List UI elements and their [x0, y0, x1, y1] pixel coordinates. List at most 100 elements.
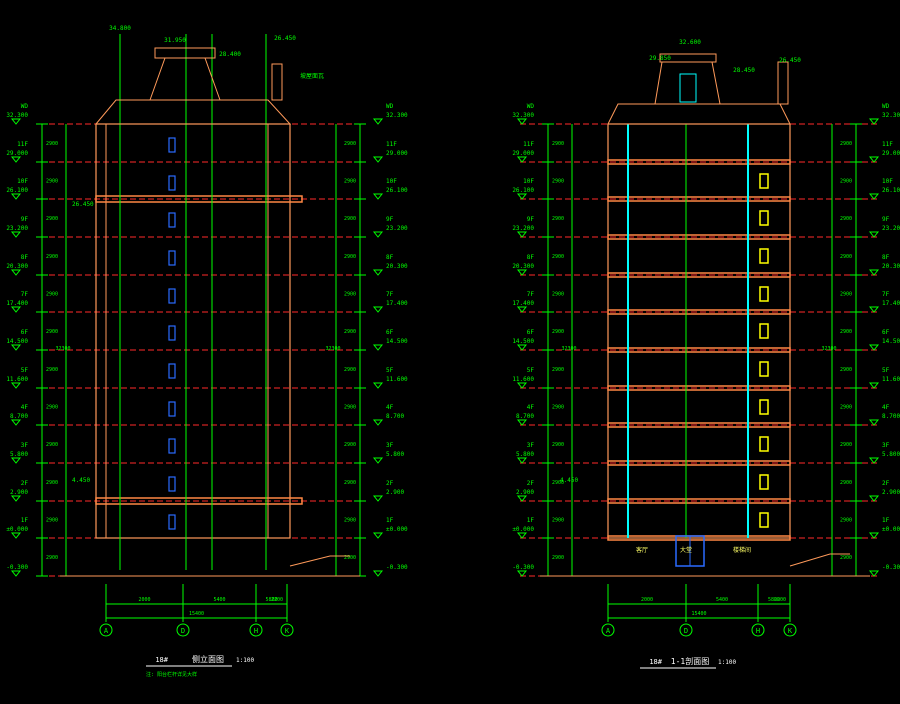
- left-window: [168, 438, 176, 454]
- left-roof-elevation: 31.950: [164, 37, 186, 44]
- right-r-floor-height-dim: 2900: [840, 329, 852, 335]
- right-floor-height-dim: 2900: [552, 518, 564, 524]
- left-grid-axis-bubble: [280, 623, 294, 637]
- left-window: [168, 514, 176, 530]
- right-level-mark: [516, 419, 528, 426]
- right-r-floor-height-dim: 2900: [840, 555, 852, 561]
- right-level-floor: 10F: [523, 178, 534, 185]
- right-grid-axis-label: D: [684, 627, 688, 635]
- left-level-mark: [10, 118, 22, 125]
- left-r-level-mark: [372, 382, 384, 389]
- left-level-floor: 11F: [17, 141, 28, 148]
- right-level-floor: 7F: [527, 291, 535, 298]
- left-level-floor: 10F: [17, 178, 28, 185]
- left-r-level-floor: 7F: [386, 291, 394, 298]
- left-level-elevation: 23.200: [6, 225, 28, 232]
- left-floor-height-dim: 2900: [46, 329, 58, 335]
- left-r-level-floor: 1F: [386, 517, 394, 524]
- right-floor-height-dim: 2900: [552, 555, 564, 561]
- right-r-level-floor: 10F: [882, 178, 893, 185]
- right-r-level-mark: [868, 419, 880, 426]
- right-level-floor: 8F: [527, 254, 535, 261]
- left-level-elevation: 8.700: [10, 413, 28, 420]
- right-label-low: 4.450: [560, 477, 578, 484]
- right-r-level-elevation: 26.100: [882, 187, 900, 194]
- left-r-level-mark: [372, 495, 384, 502]
- left-label-mid: 26.450: [72, 201, 94, 208]
- right-bottom-dim: 5800: [768, 597, 780, 603]
- right-floor-height-dim: 2900: [552, 216, 564, 222]
- left-title: 侧立面图: [192, 654, 224, 664]
- right-level-floor: 1F: [527, 517, 535, 524]
- right-stair-mark: [759, 323, 769, 339]
- right-chimney: [777, 61, 789, 105]
- right-level-elevation: 29.000: [512, 150, 534, 157]
- left-bottom-dim: 2000: [138, 597, 150, 603]
- left-level-elevation: 29.000: [6, 150, 28, 157]
- right-level-elevation: 17.400: [512, 300, 534, 307]
- right-floor-slab: [607, 498, 791, 504]
- right-room-tag: 大堂: [680, 546, 692, 554]
- right-title-tag: 18#: [649, 658, 662, 666]
- left-level-elevation: 17.400: [6, 300, 28, 307]
- right-r-level-mark: [868, 193, 880, 200]
- left-level-floor: 1F: [21, 517, 29, 524]
- left-level-floor: 5F: [21, 367, 29, 374]
- left-level-floor: 7F: [21, 291, 29, 298]
- right-r-level-mark: [868, 382, 880, 389]
- right-roof-tower: [654, 61, 721, 105]
- right-level-elevation: 23.200: [512, 225, 534, 232]
- right-level-floor: 2F: [527, 480, 535, 487]
- right-roof: [607, 103, 791, 125]
- left-level-mark: [10, 156, 22, 163]
- right-bottom-dim: 5400: [716, 597, 728, 603]
- right-r-level-floor: 1F: [882, 517, 890, 524]
- left-level-mark: [10, 495, 22, 502]
- left-r-level-elevation: 32.300: [386, 112, 408, 119]
- left-level-mark: [10, 193, 22, 200]
- right-floor-slab: [607, 347, 791, 353]
- left-r-level-mark: [372, 193, 384, 200]
- right-title: 1-1剖面图: [671, 656, 709, 666]
- right-r-level-floor: 8F: [882, 254, 890, 261]
- right-level-floor: 6F: [527, 329, 535, 336]
- right-r-level-elevation: 14.500: [882, 338, 900, 345]
- right-floor-slab: [607, 385, 791, 391]
- right-floor-height-dim: 2900: [552, 141, 564, 147]
- right-stair-mark: [759, 286, 769, 302]
- right-r-level-floor: 7F: [882, 291, 890, 298]
- left-floor-height-dim: 2900: [46, 216, 58, 222]
- left-roof-elevation: 28.400: [219, 51, 241, 58]
- left-r-level-floor: 9F: [386, 216, 394, 223]
- left-scale: 1:100: [236, 657, 254, 664]
- right-level-mark: [516, 156, 528, 163]
- left-r-level-floor: 2F: [386, 480, 394, 487]
- right-floor-slab: [607, 196, 791, 202]
- left-level-elevation: 11.600: [6, 376, 28, 383]
- left-window: [168, 363, 176, 379]
- right-r-floor-height-dim: 2900: [840, 141, 852, 147]
- left-r-overall-height: 32300: [325, 346, 340, 352]
- right-bottom-dim: 2000: [641, 597, 653, 603]
- right-ground-ramp: [789, 553, 850, 567]
- right-level-elevation: 11.600: [512, 376, 534, 383]
- left-level-mark: [10, 570, 22, 577]
- left-r-floor-height-dim: 2900: [344, 292, 356, 298]
- left-r-floor-height-dim: 2900: [344, 254, 356, 260]
- left-roof-tower: [149, 57, 221, 101]
- left-r-floor-height-dim: 2900: [344, 518, 356, 524]
- left-r-level-mark: [372, 532, 384, 539]
- right-level-elevation: 8.700: [516, 413, 534, 420]
- left-level-floor: 6F: [21, 329, 29, 336]
- right-level-floor: 9F: [527, 216, 535, 223]
- left-level-floor: 9F: [21, 216, 29, 223]
- right-level-elevation: 2.900: [516, 489, 534, 496]
- left-window: [168, 476, 176, 492]
- left-window: [168, 325, 176, 341]
- right-r-level-mark: [868, 306, 880, 313]
- right-roof-elevation: 26.450: [779, 57, 801, 64]
- right-r-floor-height-dim: 2900: [840, 179, 852, 185]
- right-r-floor-height-dim: 2900: [840, 254, 852, 260]
- left-overall-height: 32300: [55, 346, 70, 352]
- left-r-floor-height-dim: 2900: [344, 216, 356, 222]
